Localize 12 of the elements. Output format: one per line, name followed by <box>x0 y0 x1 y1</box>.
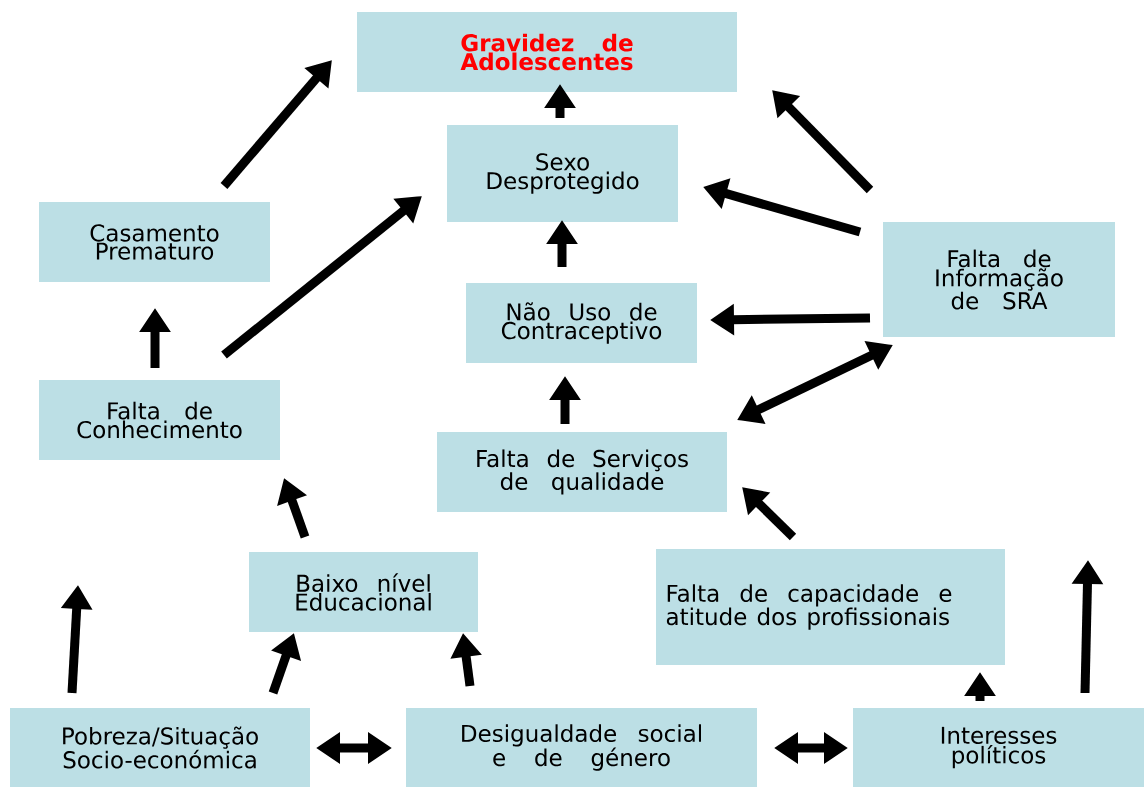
cause-box: Interesses políticos <box>853 708 1144 787</box>
cause-box: Sexo Desprotegido <box>447 125 678 222</box>
cause-box: Falta de Informação de SRA <box>883 222 1115 337</box>
cause-box: Desigualdade social e de género <box>406 708 757 787</box>
cause-box: Falta de Conhecimento <box>39 380 280 460</box>
cause-box: Casamento Prematuro <box>39 202 270 282</box>
cause-box: Falta de Serviços de qualidade <box>437 432 727 512</box>
cause-box: Baixo nível Educacional <box>249 552 478 632</box>
cause-box: Falta de capacidade e atitude dos profissionais <box>656 549 1005 665</box>
title-box: Gravidez de Adolescentes <box>357 12 737 92</box>
cause-box: Não Uso de Contraceptivo <box>466 283 697 363</box>
cause-box: Pobreza/Situação Socio-económica <box>10 708 310 787</box>
